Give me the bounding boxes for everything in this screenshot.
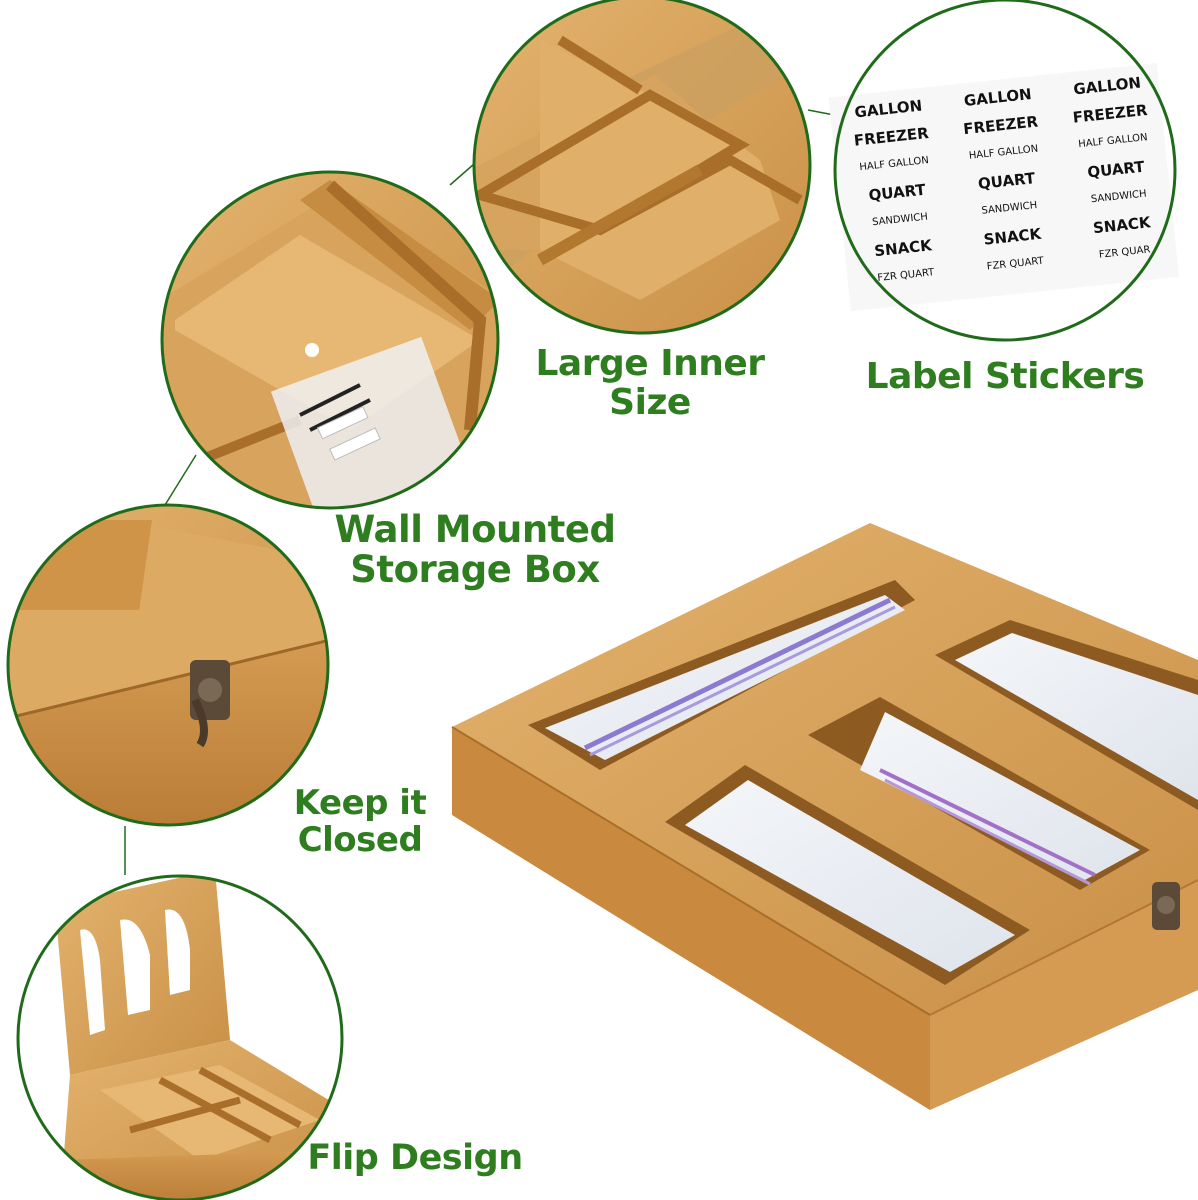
sticker-label: FREEZER [962,112,1039,139]
label-stickers-label: Label Stickers [850,356,1160,397]
sticker-label: GALLON [853,96,924,122]
sticker-label: FREEZER [853,123,930,150]
flip-design-circle [16,874,344,1200]
flip-design-label: Flip Design [300,1138,530,1178]
sticker-label: QUART [1086,157,1146,182]
flip-design-title: Flip Design [307,1138,523,1178]
keep-closed-line2: Closed [297,819,423,860]
label-stickers-title: Label Stickers [865,356,1145,397]
sticker-label: SNACK [873,236,933,261]
label-stickers-circle [828,0,1180,342]
sticker-label: FREEZER [1071,100,1149,127]
wall-mounted-line2: Storage Box [350,547,600,591]
large-inner-circle [472,0,812,335]
sticker-label: FZR QUART [986,255,1045,273]
sticker-sheet [828,62,1180,312]
sticker-label: HALF GALLON [968,143,1039,162]
sticker-label: HALF GALLON [858,155,930,174]
sticker-label: FZR QUART [876,267,935,285]
keep-closed-circle [6,503,330,827]
main-product-box [451,523,1198,1110]
wall-mounted-line1: Wall Mounted [334,508,616,551]
sticker-label: QUART [977,169,1036,193]
sticker-label: SANDWICH [981,199,1038,217]
sticker-label: FZR QUAR [1098,244,1151,261]
large-inner-line1: Large Inner [535,343,765,384]
sticker-label: GALLON [1072,73,1142,99]
sticker-label: SNACK [1092,213,1152,238]
keep-closed-line1: Keep it [293,783,427,823]
keep-closed-label: Keep it Closed [280,785,440,858]
sticker-label: GALLON [963,84,1033,110]
sticker-label: SANDWICH [871,211,929,229]
sticker-label: SANDWICH [1090,188,1148,206]
large-inner-label: Large Inner Size [520,343,780,423]
large-inner-line2: Size [609,381,691,423]
wall-mounted-circle [160,170,500,510]
sticker-label: SNACK [982,224,1042,249]
wall-mounted-label: Wall Mounted Storage Box [330,510,620,590]
sticker-label: HALF GALLON [1077,132,1149,151]
sticker-label: QUART [867,180,927,205]
